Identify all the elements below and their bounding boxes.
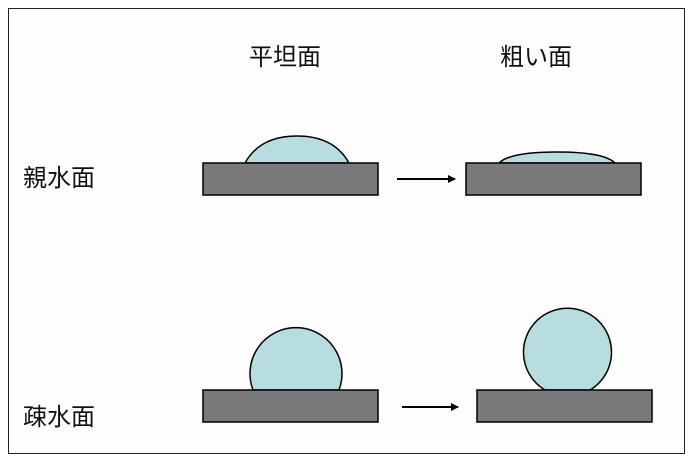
substrate-hydrophobic-rough — [476, 389, 653, 423]
substrate-hydrophobic-flat — [202, 389, 379, 423]
droplet-hydrophobic-flat — [249, 326, 343, 391]
row-label-hydrophobic: 疎水面 — [23, 403, 95, 431]
droplet-hydrophilic-rough — [497, 151, 617, 164]
row-label-hydrophilic: 親水面 — [23, 164, 95, 192]
header-flat-surface: 平坦面 — [249, 43, 321, 71]
substrate-hydrophilic-rough — [465, 162, 642, 196]
droplet-hydrophilic-flat — [243, 135, 351, 164]
header-rough-surface: 粗い面 — [500, 43, 572, 71]
droplet-hydrophobic-rough — [522, 307, 613, 391]
substrate-hydrophilic-flat — [202, 162, 379, 196]
